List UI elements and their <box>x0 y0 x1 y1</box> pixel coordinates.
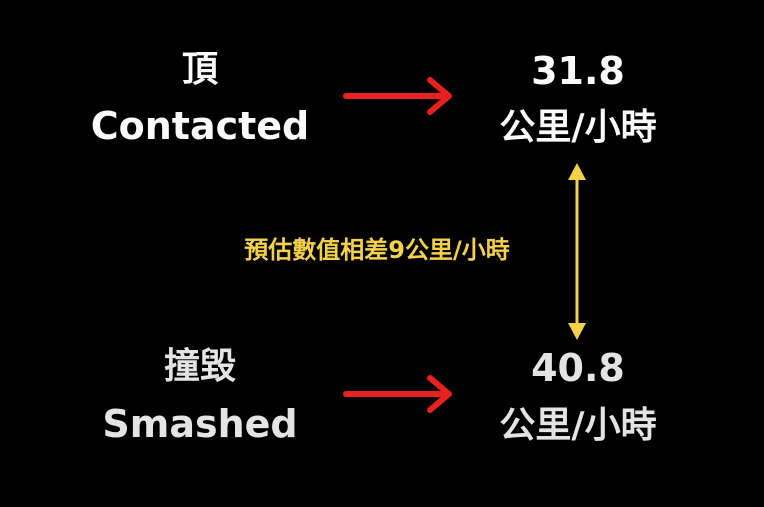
top-label-zh: 頂 <box>181 49 218 90</box>
top-arrow-right-icon <box>343 77 452 115</box>
top-value: 31.8 <box>531 49 625 93</box>
bottom-label-zh: 撞毀 <box>163 346 236 387</box>
double-arrow-up-down-icon <box>568 163 586 340</box>
bottom-label-en: Smashed <box>102 402 298 446</box>
difference-note: 預估數值相差9公里/小時 <box>244 236 510 264</box>
top-unit: 公里/小時 <box>499 107 657 148</box>
bottom-unit: 公里/小時 <box>499 405 657 446</box>
bottom-value: 40.8 <box>531 346 625 390</box>
top-label-en: Contacted <box>90 104 310 148</box>
bottom-arrow-right-icon <box>343 375 452 413</box>
